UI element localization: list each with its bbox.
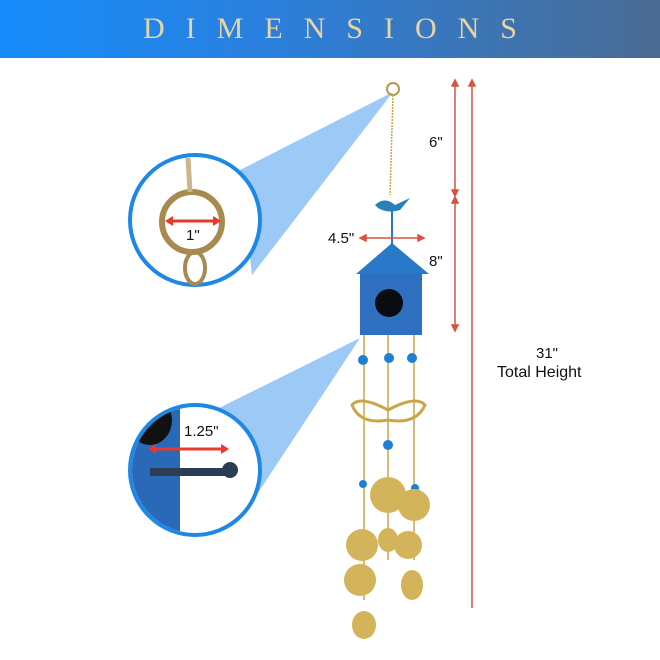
- total-height-value: 31": [536, 345, 559, 362]
- ring-dimension-label: 1": [186, 227, 200, 244]
- header-banner: DIMENSIONS: [0, 0, 660, 58]
- house-dimension-label: 8": [429, 253, 443, 270]
- page-title: DIMENSIONS: [142, 12, 538, 45]
- ring-detail-circle: [128, 153, 262, 287]
- total-height-label: Total Height: [497, 364, 582, 381]
- width-dimension-label: 4.5": [328, 230, 355, 247]
- ring-callout-beam: [240, 92, 393, 275]
- top-dimension-label: 6": [429, 134, 443, 151]
- rod-dimension-label: 1.25": [184, 423, 219, 440]
- dimension-arrows: [358, 78, 477, 608]
- wind-chime: [344, 82, 430, 639]
- butterfly: [350, 399, 427, 423]
